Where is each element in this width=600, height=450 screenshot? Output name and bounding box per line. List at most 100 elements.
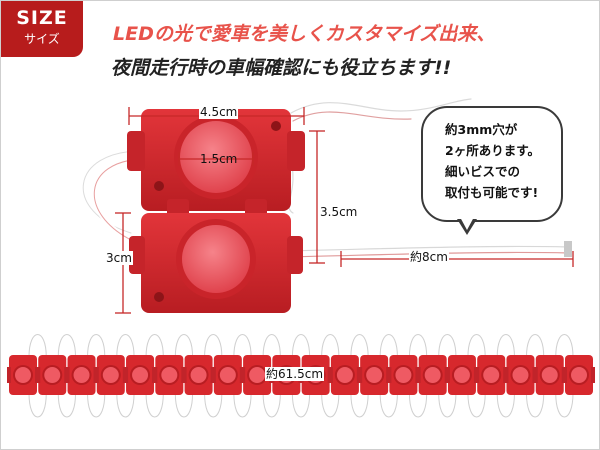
callout-line-4: 取付も可能です! xyxy=(445,185,539,200)
strip-led-module xyxy=(211,355,244,395)
callout-tail-fill xyxy=(460,217,474,230)
strip-wire xyxy=(378,392,400,419)
strip-wire xyxy=(408,334,428,358)
strip-wire xyxy=(555,392,574,418)
strip-led-module xyxy=(328,355,361,395)
width-dimension-label: 4.5cm xyxy=(199,105,239,119)
strip-wire xyxy=(144,392,166,419)
strip-wire xyxy=(173,332,195,358)
strip-wire xyxy=(28,334,47,358)
strip-wire xyxy=(144,332,166,358)
strip-wire xyxy=(436,392,458,419)
strip-led-module xyxy=(504,355,537,395)
strip-wire xyxy=(57,334,77,358)
strip-wire xyxy=(291,334,311,358)
strip-led-module xyxy=(533,355,566,395)
strip-led-module xyxy=(387,355,420,395)
strip-wire xyxy=(233,334,252,358)
strip-wire xyxy=(319,332,341,358)
strip-led-module xyxy=(65,355,98,395)
callout-line-2: 2ヶ所あります。 xyxy=(445,143,540,158)
strip-wire xyxy=(262,334,281,358)
strip-wire xyxy=(231,392,254,419)
strip-wire xyxy=(262,392,281,418)
strip-wire xyxy=(348,392,371,419)
cable-length-label: 約8cm xyxy=(409,250,449,264)
strip-wire xyxy=(173,392,195,419)
strip-wire xyxy=(261,332,283,358)
strip-wire xyxy=(525,392,545,418)
callout-line-1: 約3mm穴が xyxy=(445,122,518,137)
strip-wire xyxy=(85,392,107,419)
strip-led-module xyxy=(124,355,157,395)
strip-wire xyxy=(379,334,398,358)
strip-length-label: 約61.5cm xyxy=(265,367,325,381)
strip-led-module xyxy=(94,355,127,395)
strip-wire xyxy=(321,334,340,358)
strip-wire xyxy=(174,392,194,418)
strip-wire xyxy=(436,332,458,358)
strip-wire xyxy=(524,332,546,358)
strip-wire xyxy=(174,334,194,358)
strip-wire xyxy=(145,392,164,418)
module-wires xyxy=(80,96,573,260)
strip-wire xyxy=(231,332,254,358)
size-badge-subtitle: サイズ xyxy=(24,32,60,46)
strip-led-module xyxy=(153,355,186,395)
strip-wire xyxy=(495,392,517,419)
strip-wire xyxy=(204,334,223,358)
strip-wire xyxy=(321,392,340,418)
led-module-bottom xyxy=(129,213,303,313)
strip-wire xyxy=(56,332,78,358)
strip-wire xyxy=(553,332,575,358)
headline-line-1: LEDの光で愛車を美しくカスタマイズ出来、 xyxy=(113,23,496,45)
strip-wire xyxy=(525,334,545,358)
strip-led-module xyxy=(416,355,449,395)
strip-led-module xyxy=(475,355,508,395)
strip-wire xyxy=(233,392,252,418)
strip-wire xyxy=(116,334,135,358)
strip-wire xyxy=(496,392,515,418)
strip-wire xyxy=(408,392,428,418)
strip-wire xyxy=(87,392,106,418)
strip-wire xyxy=(87,334,106,358)
strip-wire xyxy=(465,392,488,419)
strip-wire xyxy=(56,392,78,419)
strip-wire xyxy=(555,334,574,358)
strip-wire xyxy=(290,392,312,419)
strip-wire xyxy=(407,392,429,419)
strip-wire xyxy=(348,332,371,358)
strip-wire xyxy=(350,392,369,418)
headline-line-2: 夜間走行時の車幅確認にも役立ちます!! xyxy=(111,57,452,79)
strip-led-module xyxy=(445,355,478,395)
strip-wire xyxy=(496,334,515,358)
wire-spacing-dimension-label: 3.5cm xyxy=(319,205,359,219)
strip-wire xyxy=(319,392,341,419)
strip-wire xyxy=(145,334,164,358)
strip-wire xyxy=(467,392,486,418)
strip-wire xyxy=(495,332,517,358)
strip-wire xyxy=(261,392,283,419)
strip-wire xyxy=(553,392,575,419)
strip-wire xyxy=(116,392,135,418)
size-badge-title: SIZE xyxy=(16,7,68,29)
mounting-hole-callout: 約3mm穴が 2ヶ所あります。 細いビスでの 取付も可能です! xyxy=(421,106,563,222)
size-badge: SIZE サイズ xyxy=(1,1,83,57)
strip-wire xyxy=(27,392,49,419)
strip-led-module xyxy=(7,355,39,395)
strip-wire xyxy=(114,332,137,358)
led-module-top xyxy=(127,109,305,217)
strip-wire xyxy=(114,392,137,419)
strip-led-module xyxy=(182,355,215,395)
height-dimension-label: 3cm xyxy=(105,251,133,265)
strip-wire xyxy=(407,332,429,358)
strip-wire xyxy=(57,392,77,418)
strip-wire xyxy=(438,392,457,418)
strip-wire xyxy=(202,392,224,419)
strip-wire xyxy=(378,332,400,358)
strip-wire xyxy=(467,334,486,358)
strip-wire xyxy=(350,334,369,358)
strip-wire xyxy=(291,392,311,418)
strip-led-module xyxy=(36,355,69,395)
